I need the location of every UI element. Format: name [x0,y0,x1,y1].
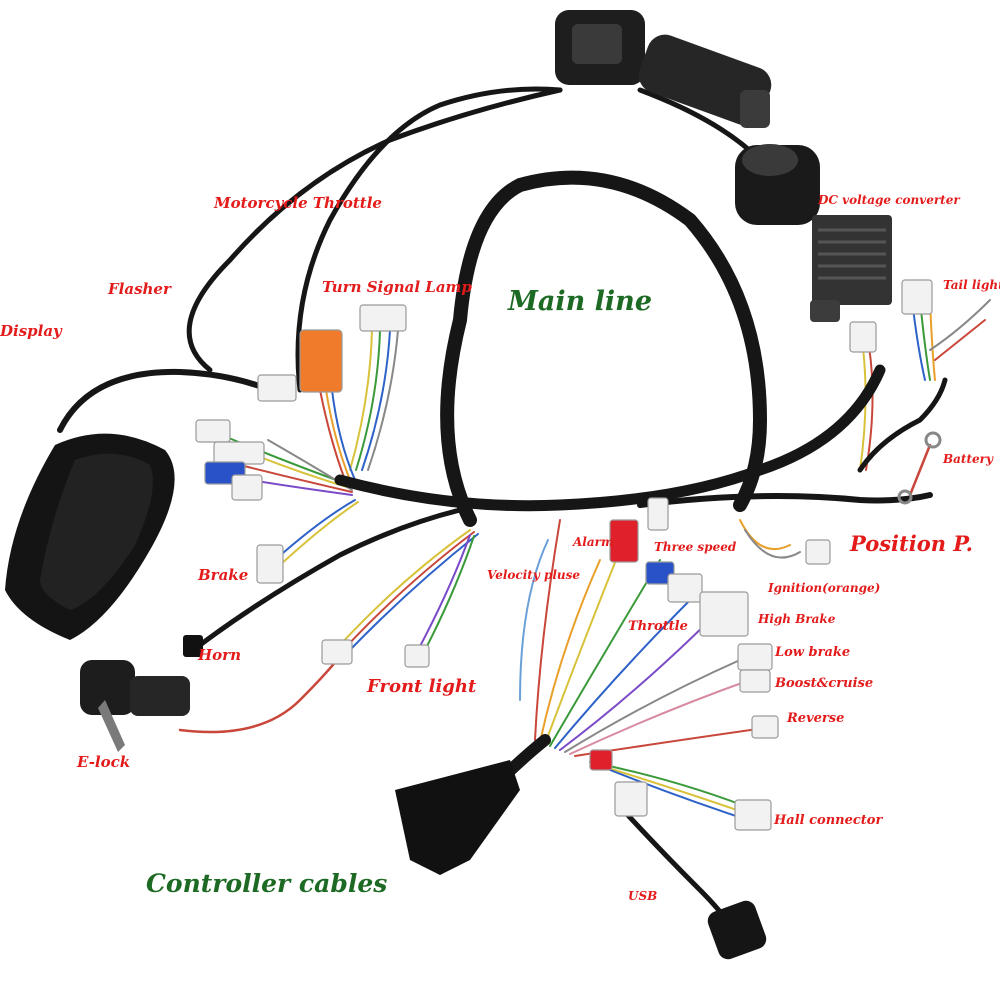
label-main-line: Main line [508,286,652,317]
controller-plug [395,760,520,875]
label-position-p: Position P. [850,531,973,556]
label-display: Display [0,322,62,340]
label-three-speed: Three speed [654,540,737,554]
battery-ring [897,431,942,505]
label-front-light: Front light [367,676,477,697]
label-throttle: Throttle [628,619,688,634]
ignition-key [80,660,190,752]
label-turn-signal-lamp: Turn Signal Lamp [322,278,472,296]
label-brake: Brake [198,566,249,584]
dc-converter-body [810,215,892,322]
label-boost-cruise: Boost&cruise [775,676,874,691]
label-motorcycle-throttle: Motorcycle Throttle [214,194,382,212]
display-unit [5,433,175,640]
label-flasher: Flasher [108,280,171,298]
label-alarm: Alarm [573,535,614,549]
label-velocity-pluse: Velocity pluse [487,568,581,582]
label-hall-connector: Hall connector [774,813,883,828]
label-controller-cables: Controller cables [146,869,388,898]
label-reverse: Reverse [787,711,845,726]
usb-plug [707,900,767,960]
label-high-brake: High Brake [758,612,836,626]
grip-clamp [735,144,820,225]
connectors [195,279,933,831]
label-battery: Battery [943,452,993,466]
label-dc-voltage-converter: DC voltage converter [818,193,960,207]
main-cables [57,86,948,928]
signal-wires [178,299,991,825]
label-usb: USB [628,889,658,903]
label-low-brake: Low brake [775,645,851,660]
label-horn: Horn [198,646,241,664]
horn-plug [183,635,203,657]
label-ignition-orange: Ignition(orange) [768,581,881,595]
label-e-lock: E-lock [77,753,131,771]
throttle-grip [555,10,772,128]
label-tail-light: Tail light [943,278,1000,292]
